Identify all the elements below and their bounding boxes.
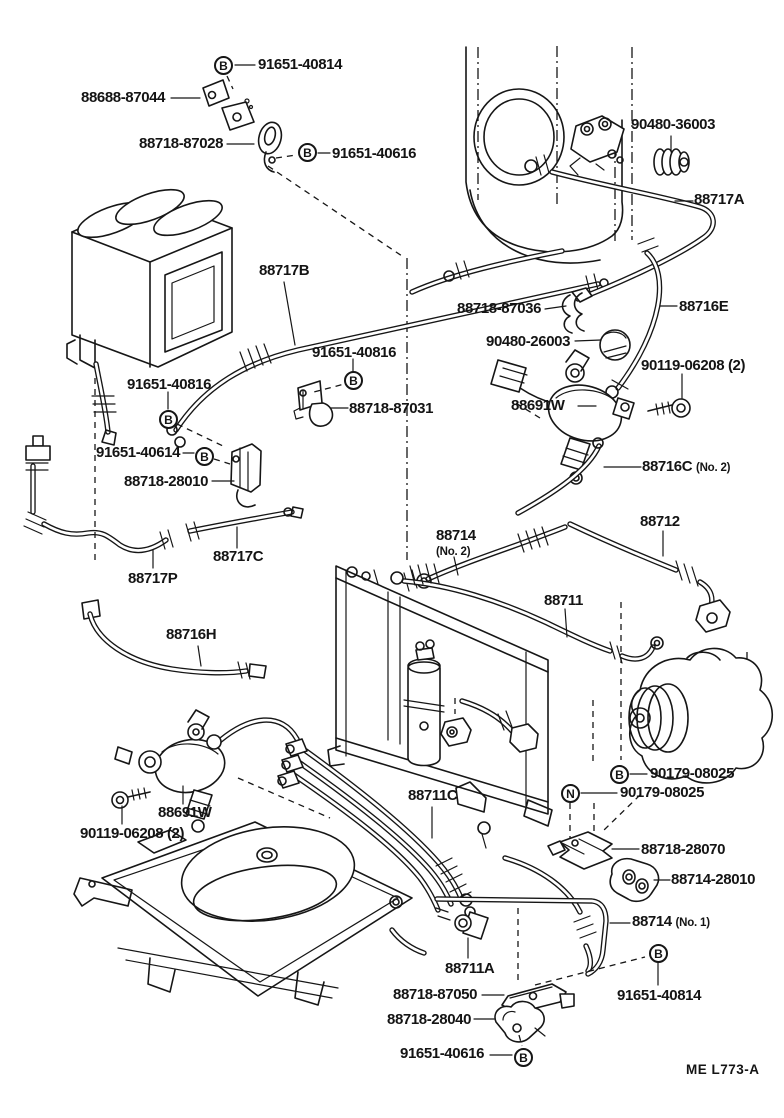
part-label-88718-87050: 88718-87050 [393,986,478,1003]
part-label-88712: 88712 [640,513,680,530]
part-label-90119-06208-left: 90119-06208 (2) [80,825,185,842]
bolt-marker-b-4: B [159,410,178,429]
part-label-88717a: 88717A [694,191,745,208]
part-label-88691w-left: 88691W [158,804,212,821]
hose-88712-drawing [570,524,731,633]
vsv-right-drawing [490,349,635,485]
part-label-91651-40814-top: 91651-40814 [258,56,343,73]
bracket-87044-drawing [202,79,255,131]
part-label-88711a: 88711A [445,960,495,977]
bolt-left-drawing [111,787,151,809]
clamp-87028-drawing [257,121,283,173]
part-label-90480-26003: 90480-26003 [486,333,571,350]
hose-88716c-drawing [518,437,604,513]
part-label-91651-40614: 91651-40614 [96,444,181,461]
part-label-88718-87031: 88718-87031 [349,400,434,417]
pipe-88717c-drawing [185,506,304,542]
bolt-marker-b-7: B [649,944,668,963]
bolt-marker-b-3: B [344,371,363,390]
part-label-91651-40816-a: 91651-40816 [312,344,397,361]
part-label-88716e: 88716E [679,298,729,315]
part-label-88717c: 88717C [213,548,264,565]
part-label-91651-40616-top: 91651-40616 [332,145,417,162]
pipe-88716h-drawing [81,599,267,680]
grommet-36003-drawing [653,148,690,176]
bolt-marker-b-1: B [214,56,233,75]
hose-88711-drawing [390,563,664,664]
bolt-marker-b-5: B [195,447,214,466]
grommet-block-28010-drawing [609,857,660,903]
part-label-88714-no2: 88714(No. 2) [436,527,476,559]
evaporator-unit-drawing [66,188,233,446]
part-label-88717b: 88717B [259,262,310,279]
bracket-87031-drawing [293,380,334,427]
compressor-drawing [628,647,774,784]
pipe-88717p-drawing [23,435,174,550]
bracket-28070-drawing [547,831,613,870]
part-label-90179-08025-n: 90179-08025 [620,784,705,801]
part-label-88711c: 88711C [408,787,458,804]
part-label-91651-40616-bottom: 91651-40616 [400,1045,485,1062]
leader-lines [121,64,694,1056]
part-label-88718-28010: 88718-28010 [124,473,209,490]
part-label-90179-08025-b: 90179-08025 [650,765,735,782]
bolt-marker-b-6: B [610,765,629,784]
part-label-90480-36003: 90480-36003 [631,116,716,133]
clamp-28040-drawing [494,1000,546,1043]
part-label-88716c: 88716C (No. 2) [642,458,731,475]
cooling-unit-drawing [73,821,424,1006]
clamp-87036-drawing [561,287,593,334]
part-label-88718-87028: 88718-87028 [139,135,224,152]
part-label-90119-06208-right: 90119-06208 (2) [641,357,746,374]
grommet-26003-drawing [599,329,631,361]
part-label-88718-28040: 88718-28040 [387,1011,472,1028]
part-label-91651-40816-b: 91651-40816 [127,376,212,393]
bolt-marker-b-2: B [298,143,317,162]
pipe-88717a-drawing [524,154,713,299]
part-label-88717p: 88717P [128,570,178,587]
bolt-marker-b-8: B [514,1048,533,1067]
part-label-91651-40814-bottom: 91651-40814 [617,987,702,1004]
dashed-lines [94,75,646,1047]
diagram-code: ME L773-A [686,1062,760,1077]
pipe-88714-no1-drawing [436,821,606,974]
bolt-right-drawing [647,398,691,418]
water-valve-drawing [569,115,625,176]
part-label-88718-87036: 88718-87036 [457,300,542,317]
part-label-88711: 88711 [544,592,583,609]
part-label-88716h: 88716H [166,626,217,643]
part-label-88718-28070: 88718-28070 [641,841,726,858]
bracket-28010-drawing [230,443,262,508]
part-label-88714-28010: 88714-28010 [671,871,756,888]
condenser-drawing [327,565,553,827]
hose-88716e-drawing [597,237,660,407]
vsv-left-drawing [114,709,297,833]
receiver-drier-drawing [403,639,539,767]
pipe-top-center-drawing [412,251,562,292]
part-label-88688-87044: 88688-87044 [81,89,166,106]
part-label-88691w-right: 88691W [511,397,565,414]
part-label-88714-no1: 88714 (No. 1) [632,913,710,930]
nut-marker-n-1: N [561,784,580,803]
